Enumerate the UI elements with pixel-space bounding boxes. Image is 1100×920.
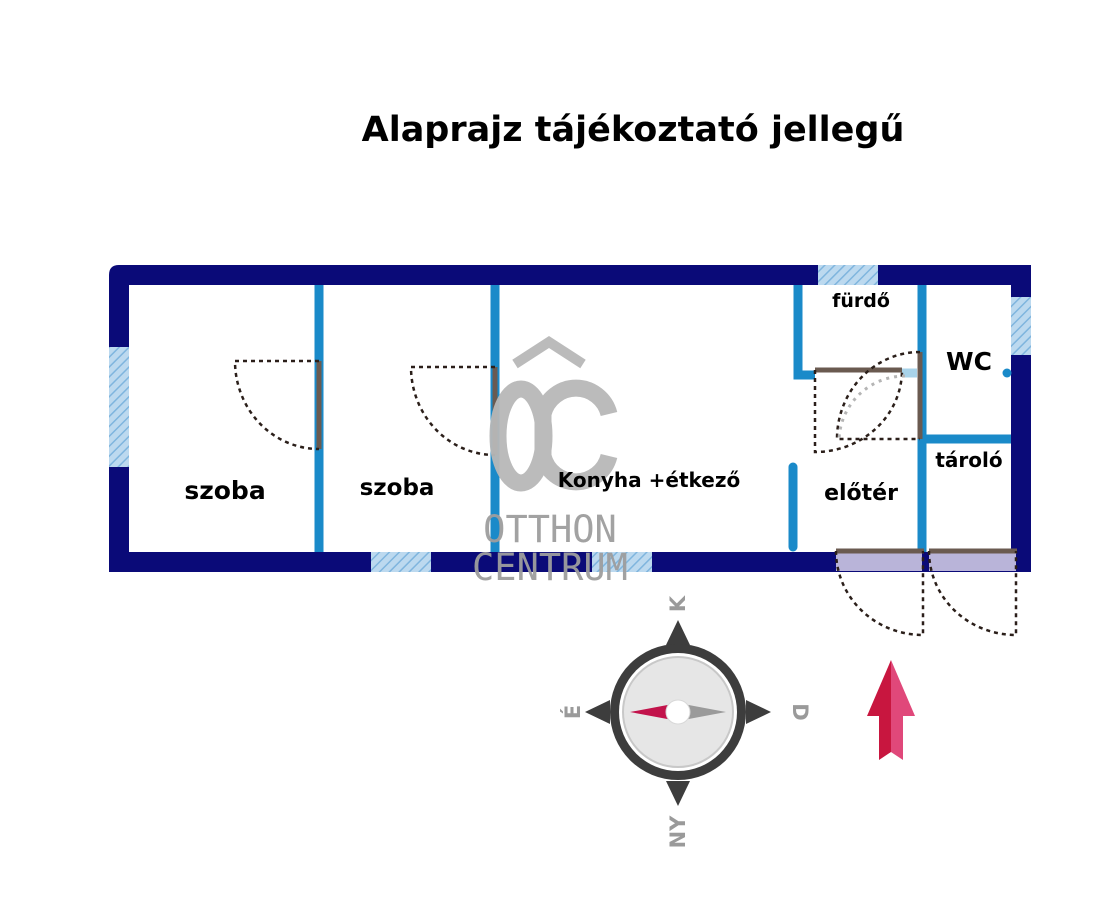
entrance-door-left bbox=[834, 548, 925, 637]
window-west bbox=[109, 347, 129, 467]
watermark-logo: OTTHON CENTRUM bbox=[472, 336, 628, 589]
door-szoba1 bbox=[233, 359, 322, 451]
wall-end-dot bbox=[1002, 368, 1012, 378]
compass-needle-red bbox=[630, 703, 678, 721]
interior-walls bbox=[314, 285, 1011, 552]
entrance-door-right bbox=[927, 548, 1018, 637]
room-label-furdo: fürdő bbox=[832, 290, 890, 312]
compass-tip-north bbox=[666, 620, 690, 645]
compass: K D NY É bbox=[560, 595, 812, 848]
door-szoba2 bbox=[409, 365, 498, 457]
compass-label-south: NY bbox=[666, 815, 690, 849]
compass-tip-west bbox=[585, 700, 610, 724]
room-label-wc: WC bbox=[946, 347, 992, 376]
window-east bbox=[1011, 297, 1031, 355]
compass-label-east: D bbox=[788, 703, 812, 720]
window-south-1 bbox=[371, 552, 431, 572]
room-label-szoba-1: szoba bbox=[184, 476, 265, 505]
compass-needle-grey bbox=[678, 703, 726, 721]
watermark-line2: CENTRUM bbox=[472, 546, 628, 589]
compass-label-north: K bbox=[666, 595, 690, 612]
room-label-eloter: előtér bbox=[824, 481, 898, 506]
watermark-line1: OTTHON bbox=[483, 508, 617, 551]
door-wc bbox=[835, 350, 923, 441]
room-label-szoba-2: szoba bbox=[360, 475, 435, 501]
doors bbox=[233, 350, 1018, 637]
window-north bbox=[818, 265, 878, 285]
compass-tip-east bbox=[746, 700, 771, 724]
room-label-tarolo: tároló bbox=[935, 448, 1002, 472]
page-title: Alaprajz tájékoztató jellegű bbox=[362, 110, 905, 150]
compass-tip-south bbox=[666, 781, 690, 806]
room-labels: szoba szoba Konyha +étkező fürdő WC táro… bbox=[184, 290, 1002, 506]
room-label-konyha: Konyha +étkező bbox=[558, 468, 740, 492]
compass-label-west: É bbox=[560, 705, 585, 719]
windows bbox=[109, 265, 1031, 572]
entrance-arrow-icon bbox=[867, 660, 915, 760]
window-south-2 bbox=[592, 552, 652, 572]
door-furdo bbox=[813, 367, 904, 454]
